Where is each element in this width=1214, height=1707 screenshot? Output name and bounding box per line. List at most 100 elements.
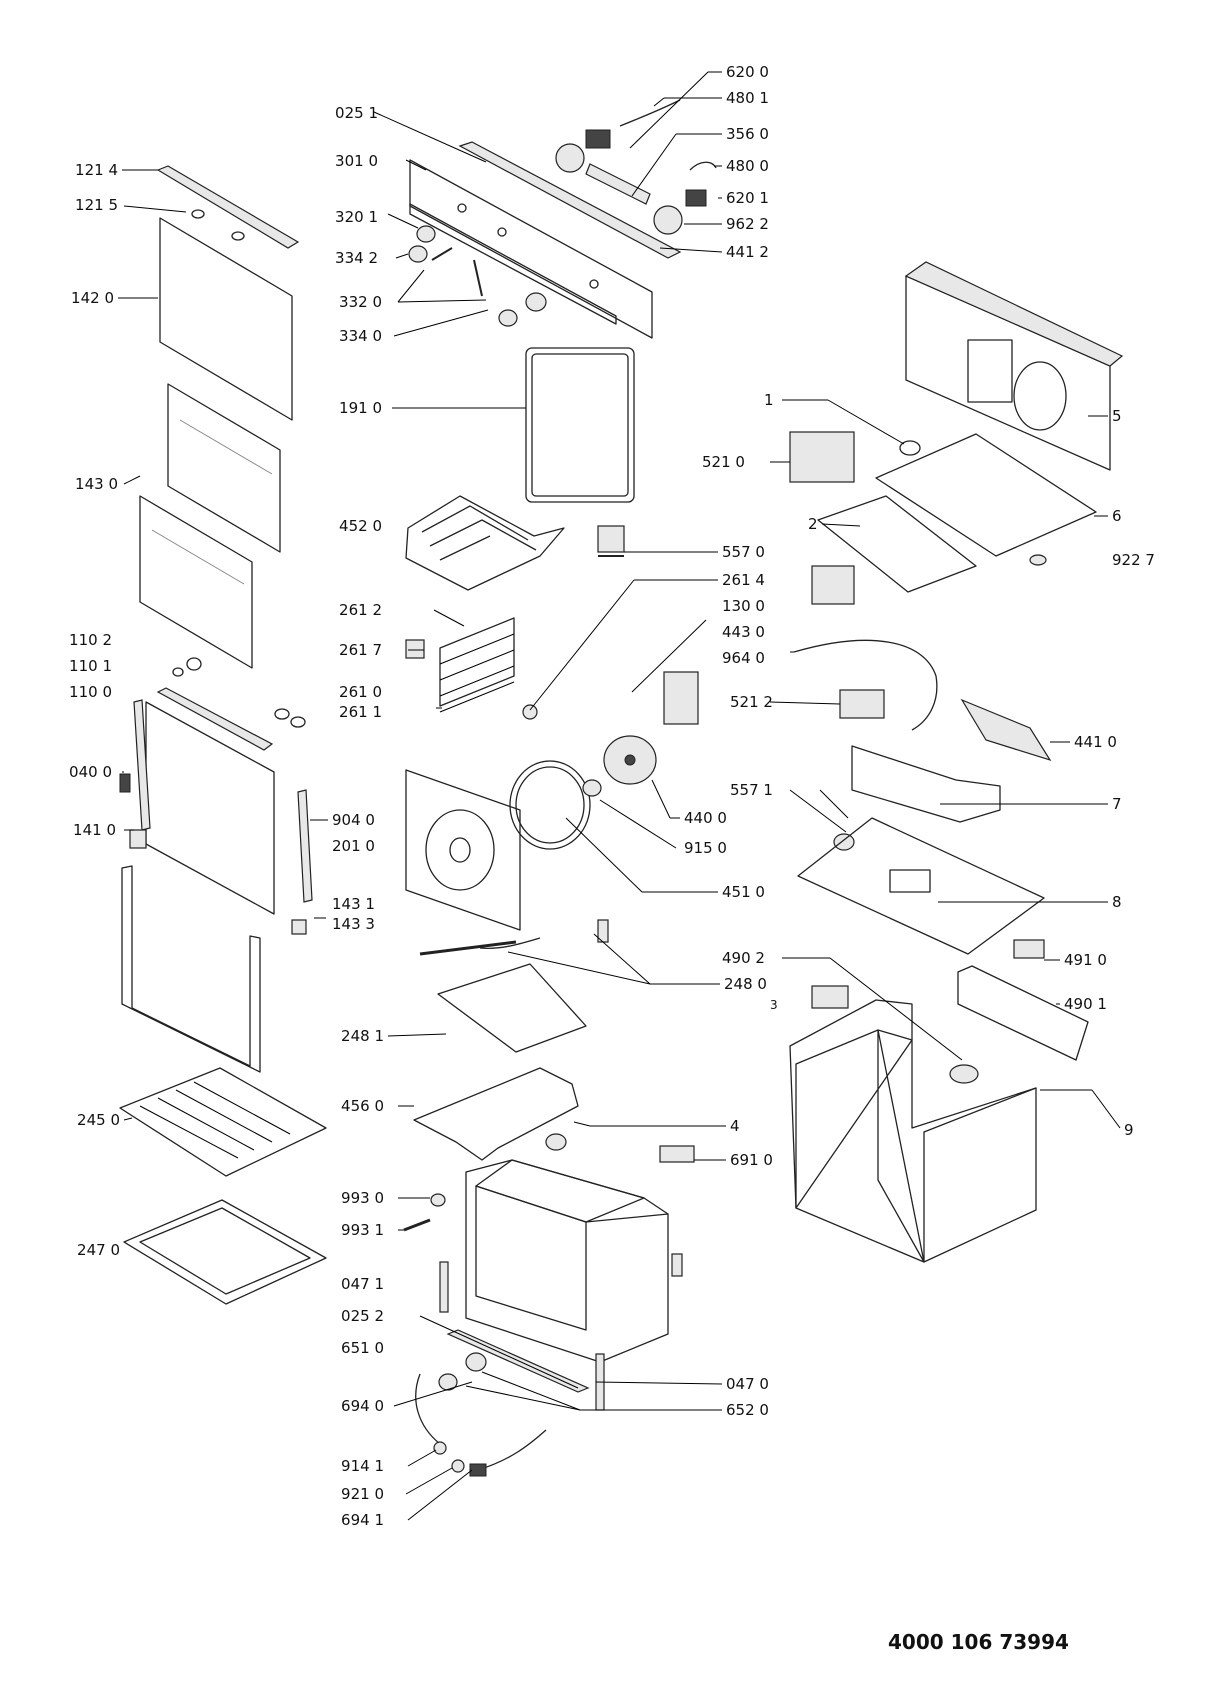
label-261-0: 261 0 [339, 683, 382, 701]
knob-hole [457, 203, 467, 213]
door-hinge-block [291, 919, 307, 935]
label-110-2: 110 2 [69, 631, 112, 649]
washer [1029, 554, 1047, 566]
hinge-cover [186, 657, 202, 671]
lamp-grommet [433, 1441, 447, 1455]
fan-motor [663, 671, 699, 725]
lamp-cover [522, 704, 538, 720]
lamp-glass [545, 1133, 567, 1151]
connector-block [1013, 939, 1045, 959]
label-4: 4 [730, 1117, 740, 1135]
inner-door-glass [139, 495, 253, 669]
label-332-0: 332 0 [339, 293, 382, 311]
label-320-1: 320 1 [335, 208, 378, 226]
cavity-upper-plate [817, 495, 977, 593]
label-7: 7 [1112, 795, 1122, 813]
label-480-1: 480 1 [726, 89, 769, 107]
inner-door-panel [145, 701, 275, 915]
vent-grille [967, 339, 1013, 403]
label-5: 5 [1112, 407, 1122, 425]
label-3: 3 [770, 998, 778, 1012]
label-191-0: 191 0 [339, 399, 382, 417]
label-8: 8 [1112, 893, 1122, 911]
oven-carcase [789, 999, 1037, 1263]
vent-outlet [1013, 361, 1067, 431]
knob-hole [497, 227, 507, 237]
label-356-0: 356 0 [726, 125, 769, 143]
label-691-0: 691 0 [730, 1151, 773, 1169]
screw [430, 1193, 446, 1207]
label-915-0: 915 0 [684, 839, 727, 857]
label-491-0: 491 0 [1064, 951, 1107, 969]
cooling-tube [793, 639, 938, 731]
label-261-7: 261 7 [339, 641, 382, 659]
circular-heating-element [509, 760, 591, 850]
thermostat-bracket [597, 525, 625, 553]
oven-door-seal [525, 347, 635, 503]
cavity-hinge-receiver [671, 1253, 683, 1277]
label-143-3: 143 3 [332, 915, 375, 933]
cooling-air-duct [851, 745, 1001, 823]
label-557-0: 557 0 [722, 543, 765, 561]
door-top-trim [156, 165, 300, 249]
door-trim-clip [191, 209, 205, 219]
label-557-1: 557 1 [730, 781, 773, 799]
label-334-2: 334 2 [335, 249, 378, 267]
label-620-1: 620 1 [726, 189, 769, 207]
label-490-1: 490 1 [1064, 995, 1107, 1013]
label-143-0: 143 0 [75, 475, 118, 493]
label-490-2: 490 2 [722, 949, 765, 967]
label-047-0: 047 0 [726, 1375, 769, 1393]
label-047-1: 047 1 [341, 1275, 384, 1293]
label-141-0: 141 0 [73, 821, 116, 839]
grill-element [405, 495, 565, 591]
label-201-0: 201 0 [332, 837, 375, 855]
baking-tray [123, 1199, 327, 1305]
label-451-0: 451 0 [722, 883, 765, 901]
control-knob [525, 292, 547, 312]
label-025-2: 025 2 [341, 1307, 384, 1325]
control-knob [498, 309, 518, 327]
label-245-0: 245 0 [77, 1111, 120, 1129]
door-hinge-block [129, 829, 147, 849]
part-drawings [119, 99, 1124, 1477]
label-301-0: 301 0 [335, 152, 378, 170]
label-904-0: 904 0 [332, 811, 375, 829]
grommet [899, 440, 921, 456]
label-443-0: 443 0 [722, 623, 765, 641]
relay [839, 689, 885, 719]
label-441-0: 441 0 [1074, 733, 1117, 751]
outer-door-glass [159, 217, 293, 421]
door-hinge-block [119, 773, 131, 793]
label-110-0: 110 0 [69, 683, 112, 701]
control-panel-front [409, 203, 617, 325]
label-142-0: 142 0 [71, 289, 114, 307]
label-521-0: 521 0 [702, 453, 745, 471]
label-261-1: 261 1 [339, 703, 382, 721]
label-480-0: 480 0 [726, 157, 769, 175]
control-board [789, 431, 855, 483]
label-694-1: 694 1 [341, 1511, 384, 1529]
door-trim-clip [231, 231, 245, 241]
rear-control-panel [957, 965, 1089, 1061]
bottom-heating-element [413, 1067, 579, 1161]
cavity-base-plate [797, 817, 1045, 955]
label-9: 9 [1124, 1121, 1134, 1139]
knob-hole [589, 279, 599, 289]
right-door-hinge-bar [297, 789, 313, 903]
door-seal-frame [121, 865, 261, 1073]
rear-fan-cover-panel [405, 769, 521, 931]
runner-clip [405, 639, 425, 659]
cavity-top-plate [875, 433, 1097, 557]
label-6: 6 [1112, 507, 1122, 525]
label-993-0: 993 0 [341, 1189, 384, 1207]
label-261-4: 261 4 [722, 571, 765, 589]
label-247-0: 247 0 [77, 1241, 120, 1259]
label-121-4: 121 4 [75, 161, 118, 179]
label-962-2: 962 2 [726, 215, 769, 233]
door-frame-top-profile [156, 687, 274, 751]
door-bumper [274, 708, 290, 720]
cooling-fan-motor [960, 698, 1052, 762]
shelf-runner-frame [439, 617, 515, 707]
